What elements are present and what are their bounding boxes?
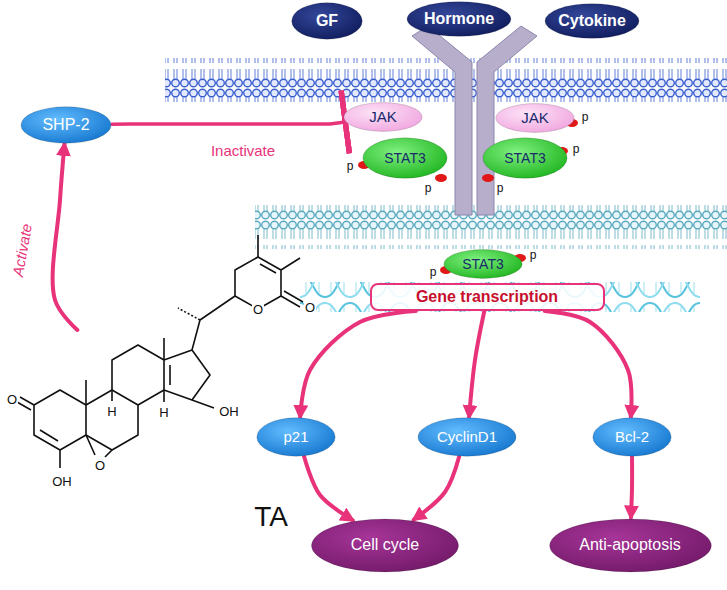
gene-ellipse: Bcl-2 — [592, 417, 672, 457]
node-text: Anti-apoptosis — [579, 536, 680, 554]
bond — [178, 308, 200, 320]
phospho-dot — [482, 174, 494, 182]
node-text: STAT3 — [504, 150, 546, 166]
ellipse-shape — [363, 138, 447, 178]
ellipse-shape — [312, 519, 459, 572]
bond — [260, 264, 276, 273]
ellipse-shape — [549, 519, 711, 572]
ellipse-shape — [418, 418, 516, 456]
node-text: Cell cycle — [351, 536, 419, 554]
bond — [40, 365, 170, 441]
bond — [164, 350, 210, 400]
bond — [17, 397, 34, 410]
stat-ellipse: STAT3 — [362, 137, 448, 179]
stat-ellipse: STAT3 — [482, 137, 568, 179]
activation-arrow — [304, 457, 353, 521]
node-text: STAT3 — [384, 150, 426, 166]
bond — [281, 291, 303, 307]
bond — [86, 338, 164, 405]
bond — [59, 450, 61, 468]
node-text: p21 — [283, 428, 308, 445]
node-text: Hormone — [424, 10, 494, 28]
atom-label: O — [6, 393, 18, 406]
edge-label: Inactivate — [210, 143, 276, 158]
atom-label: OH — [51, 475, 73, 488]
dna-helix — [300, 282, 700, 312]
node-text: SHP-2 — [42, 116, 89, 134]
bond — [112, 345, 164, 405]
outcome-ellipse: Cell cycle — [310, 518, 460, 573]
bond — [34, 390, 86, 450]
bond — [86, 435, 112, 457]
phospho-label: p — [346, 160, 355, 172]
phospho-label: p — [496, 182, 505, 194]
compound-structure: TA — [5, 330, 310, 545]
bond — [235, 257, 281, 309]
gene-ellipse: CyclinD1 — [417, 417, 517, 457]
protein-ellipse: SHP-2 — [20, 106, 112, 144]
outcome-ellipse: Anti-apoptosis — [548, 518, 713, 573]
node-text: TA — [254, 501, 288, 533]
bond — [258, 235, 300, 270]
bond — [192, 400, 214, 408]
activation-arrow — [53, 144, 78, 330]
atom-label: O — [304, 301, 316, 314]
bond — [192, 296, 235, 350]
ligand-ellipse: GF — [291, 2, 363, 40]
phospho-label: p — [429, 266, 438, 278]
ligand-ellipse: Cytokine — [544, 3, 640, 39]
activation-arrow — [469, 311, 484, 417]
atom-label: O — [252, 303, 264, 316]
atom-label: H — [158, 406, 169, 419]
node-text: Bcl-2 — [615, 428, 649, 445]
process-box: Gene transcription — [370, 283, 605, 311]
ellipse-shape — [257, 418, 335, 456]
stat-ellipse: STAT3 — [443, 249, 523, 279]
atom-label: H — [106, 405, 117, 418]
activation-arrow — [300, 311, 416, 417]
edge-label: Activate — [10, 221, 34, 278]
phospho-label: p — [572, 143, 581, 155]
node-text: Cytokine — [558, 12, 626, 30]
phospho-label: p — [529, 249, 538, 261]
ligand-ellipse: Hormone — [406, 1, 512, 37]
node-text: STAT3 — [462, 256, 504, 272]
ellipse-shape — [545, 4, 639, 39]
phospho-dot — [435, 174, 447, 182]
node-text: JAK — [369, 108, 397, 125]
activation-arrow — [631, 457, 632, 518]
ellipse-shape — [292, 3, 363, 39]
ellipse-shape — [344, 103, 422, 132]
atom-label: OH — [218, 405, 240, 418]
inhibition-line — [112, 122, 345, 124]
node-text: JAK — [521, 109, 549, 126]
phospho-label: p — [424, 182, 433, 194]
gene-ellipse: p21 — [256, 417, 336, 457]
ellipse-shape — [444, 250, 522, 279]
kinase-ellipse: JAK — [495, 103, 575, 133]
ellipse-shape — [483, 138, 567, 178]
ellipse-shape — [593, 418, 671, 456]
activation-arrow — [545, 311, 632, 417]
activation-arrow — [414, 457, 459, 520]
ellipse-shape — [407, 2, 511, 37]
bond — [112, 390, 164, 402]
kinase-ellipse: JAK — [343, 102, 423, 132]
node-text: CyclinD1 — [437, 428, 497, 445]
ellipse-shape — [21, 107, 111, 143]
phospho-label: p — [581, 111, 590, 123]
node-text: Gene transcription — [416, 288, 558, 306]
atom-label: O — [94, 459, 106, 472]
node-text: GF — [316, 12, 338, 30]
ellipse-shape — [496, 104, 574, 133]
